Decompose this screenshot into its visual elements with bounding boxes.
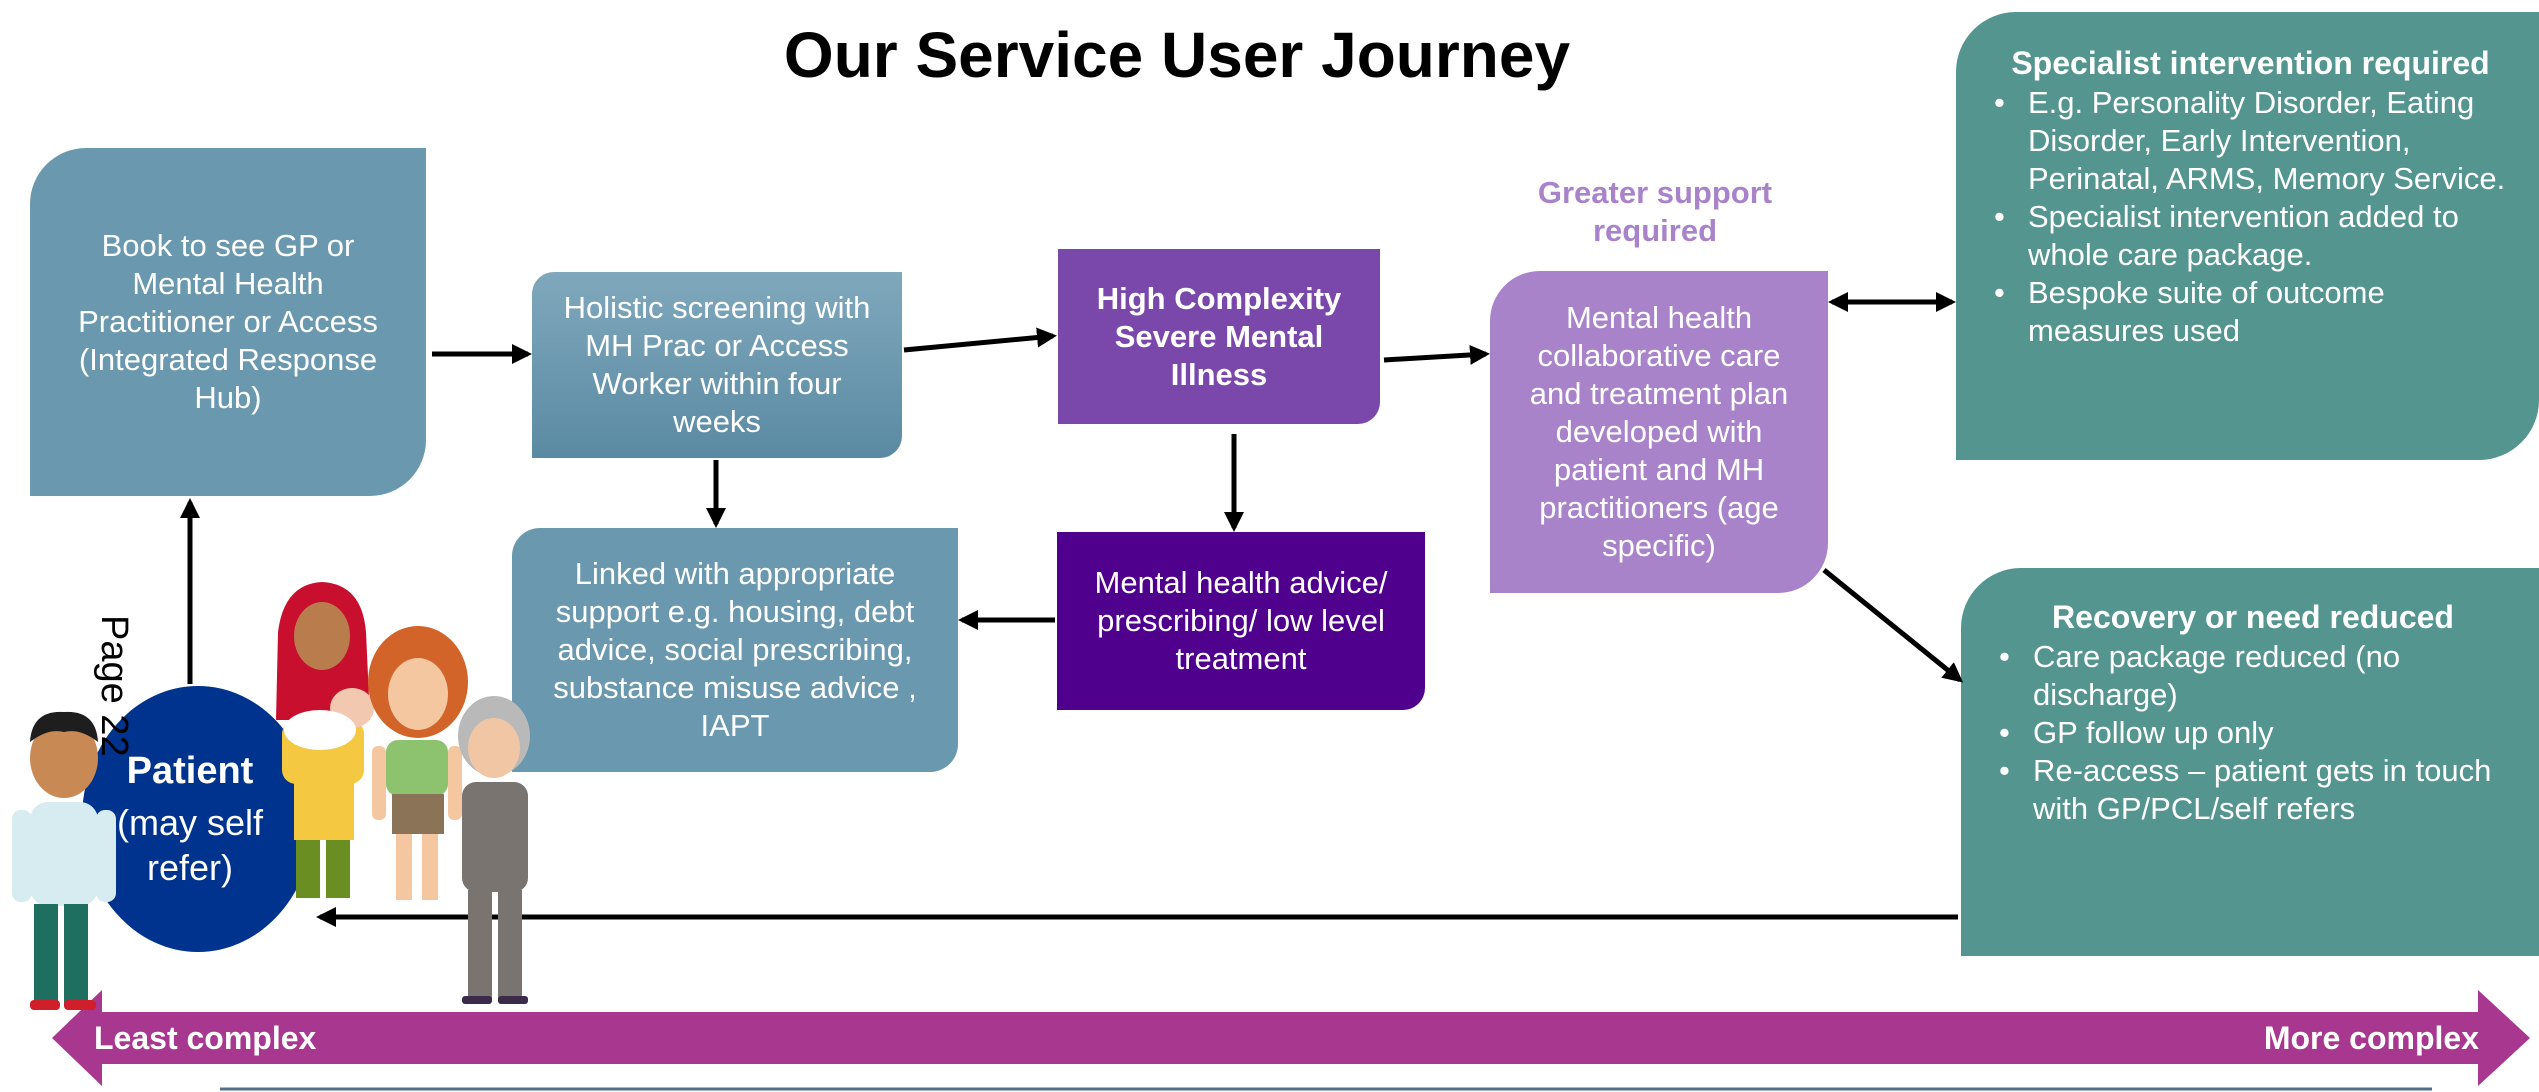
list-item: E.g. Personality Disorder, Eating Disord… <box>1994 84 2509 198</box>
mh-advice-text: Mental health advice/ prescribing/ low l… <box>1094 565 1388 676</box>
high-complexity-box: High Complexity Severe Mental Illness <box>1058 249 1380 424</box>
linked-support-text: Linked with appropriate support e.g. hou… <box>553 556 917 743</box>
page-number: Page 22 <box>93 615 135 757</box>
person-icon <box>276 582 374 898</box>
book-gp-box: Book to see GP or Mental Health Practiti… <box>30 148 426 496</box>
person-icon <box>368 626 468 900</box>
patient-sub-label: (may self refer) <box>116 802 264 888</box>
list-item: Care package reduced (no discharge) <box>1999 638 2509 714</box>
holistic-screening-box: Holistic screening with MH Prac or Acces… <box>532 272 902 458</box>
complexity-band <box>52 990 2530 1086</box>
patient-circle <box>82 686 314 952</box>
holistic-screening-text: Holistic screening with MH Prac or Acces… <box>563 290 871 439</box>
list-item: Bespoke suite of outcome measures used <box>1994 274 2509 350</box>
specialist-panel: Specialist intervention required E.g. Pe… <box>1956 12 2539 460</box>
page-title: Our Service User Journey <box>783 19 1571 91</box>
recovery-list: Care package reduced (no discharge) GP f… <box>1997 638 2509 828</box>
mh-collaborative-care-box: Mental health collaborative care and tre… <box>1490 271 1828 593</box>
arrow-collab-to-recovery <box>1822 568 1964 683</box>
linked-support-box: Linked with appropriate support e.g. hou… <box>512 528 958 772</box>
person-icon <box>458 696 530 1004</box>
greater-support-label: Greater support required <box>1537 175 1773 248</box>
patient-label: Patient <box>126 750 254 792</box>
arrow-holistic-to-high <box>903 327 1057 353</box>
person-icon <box>12 711 116 1010</box>
arrow-high-to-collab <box>1383 344 1490 365</box>
specialist-heading: Specialist intervention required <box>2011 45 2490 81</box>
book-gp-text: Book to see GP or Mental Health Practiti… <box>78 228 378 415</box>
recovery-heading: Recovery or need reduced <box>2052 599 2454 635</box>
mh-advice-box: Mental health advice/ prescribing/ low l… <box>1057 532 1425 710</box>
recovery-panel: Recovery or need reduced Care package re… <box>1961 568 2539 956</box>
list-item: Specialist intervention added to whole c… <box>1994 198 2509 274</box>
high-complexity-text: High Complexity Severe Mental Illness <box>1096 280 1342 392</box>
list-item: GP follow up only <box>1999 714 2509 752</box>
least-complex-label: Least complex <box>94 1020 317 1056</box>
more-complex-label: More complex <box>2263 1020 2479 1056</box>
specialist-list: E.g. Personality Disorder, Eating Disord… <box>1992 84 2509 350</box>
mh-collaborative-care-text: Mental health collaborative care and tre… <box>1529 300 1789 563</box>
list-item: Re-access – patient gets in touch with G… <box>1999 752 2509 828</box>
